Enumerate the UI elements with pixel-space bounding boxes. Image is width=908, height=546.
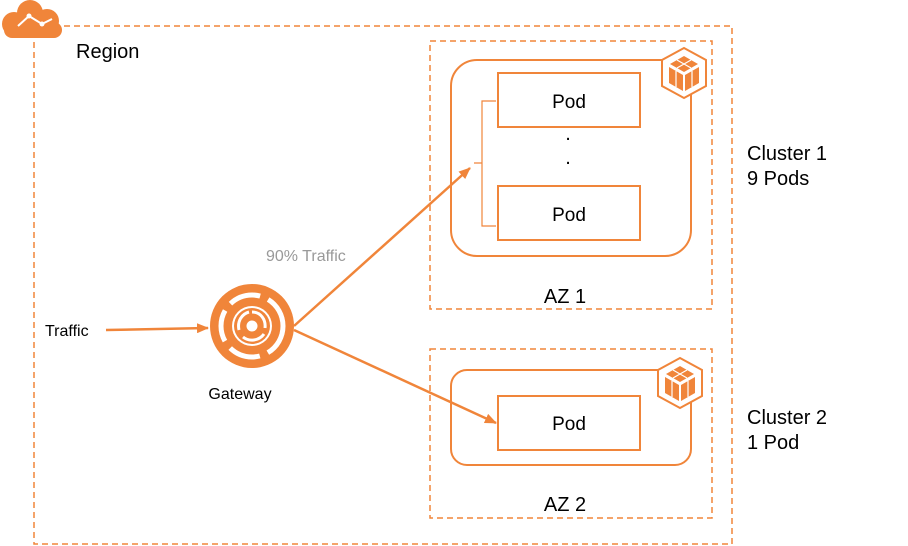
gateway-label: Gateway — [208, 386, 271, 403]
cluster2-name: Cluster 2 — [747, 407, 827, 429]
cluster-cube-icon — [661, 46, 707, 100]
traffic-label: Traffic — [45, 323, 89, 340]
az2-box — [429, 348, 713, 519]
arrow-to-cluster2 — [293, 328, 497, 425]
gateway-icon — [210, 284, 294, 368]
pod-label-2: Pod — [552, 205, 586, 226]
cluster1-box — [450, 59, 692, 257]
traffic-90-label: 90% Traffic — [266, 248, 346, 265]
cluster1-pod-count: 9 Pods — [747, 168, 809, 190]
cloud-icon — [2, 0, 62, 38]
pods-bracket — [474, 100, 496, 227]
cluster2-box — [450, 369, 692, 466]
region-label: Region — [76, 41, 139, 63]
cluster1-name: Cluster 1 — [747, 143, 827, 165]
az1-label: AZ 1 — [544, 286, 586, 308]
cluster2-pod-count: 1 Pod — [747, 432, 799, 454]
ellipsis-dot-2: . — [565, 147, 571, 169]
arrow-to-cluster1 — [293, 167, 471, 327]
pod-box-1 — [497, 72, 641, 128]
traffic-in-arrow — [105, 323, 209, 334]
cluster-cube-icon — [657, 356, 703, 410]
pod-box-2 — [497, 185, 641, 241]
region-box — [33, 25, 733, 545]
pod-label-3: Pod — [552, 414, 586, 435]
pod-label-1: Pod — [552, 92, 586, 113]
ellipsis-dot-1: . — [565, 123, 571, 145]
az2-label: AZ 2 — [544, 494, 586, 516]
pod-box-3 — [497, 395, 641, 451]
ellipsis-dot-3: . — [565, 171, 571, 193]
az1-box — [429, 40, 713, 310]
